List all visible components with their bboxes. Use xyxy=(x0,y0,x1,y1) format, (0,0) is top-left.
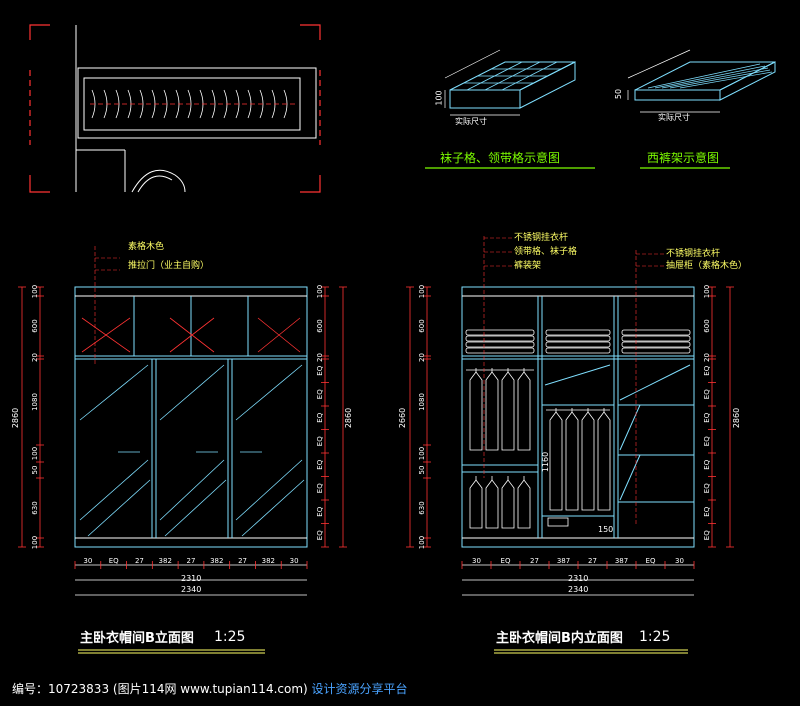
dim-label: 600 xyxy=(31,319,39,332)
detail-a-dim-label: 实际尺寸 xyxy=(455,117,487,126)
dim-label: 20 xyxy=(316,353,324,362)
dim-label: EQ xyxy=(316,412,324,422)
right-note-l2: 领带格、袜子格 xyxy=(514,247,578,257)
dim-label: 20 xyxy=(703,353,711,362)
right-elevation-frame xyxy=(461,286,695,548)
dim-label: 50 xyxy=(418,466,426,475)
dim-label: 30 xyxy=(472,557,481,565)
dim-label: EQ xyxy=(316,389,324,399)
detail-a-caption: 袜子格、领带格示意图 xyxy=(440,151,561,165)
dim-label: 1080 xyxy=(31,393,39,411)
detail-a-height: 100 xyxy=(434,90,444,106)
dim-label: EQ xyxy=(501,557,511,565)
dim-label: EQ xyxy=(316,365,324,375)
dim-label: 20 xyxy=(31,353,39,362)
dim-label: 27 xyxy=(135,557,144,565)
dim-label: 382 xyxy=(210,557,223,565)
dim-label: EQ xyxy=(316,483,324,493)
right-drawer-dim: 150 xyxy=(598,525,614,534)
dim-label: 100 xyxy=(418,447,426,460)
dim-label: 20 xyxy=(418,353,426,362)
dim-label: 30 xyxy=(675,557,684,565)
dim-label: EQ xyxy=(703,459,711,469)
left-width-overall: 2340 xyxy=(181,585,202,594)
footer-id: 编号：10723833 (图片114网 www.tupian114.com) xyxy=(12,682,308,696)
dim-label: 27 xyxy=(588,557,597,565)
dim-label: 100 xyxy=(316,285,324,298)
dim-label: 382 xyxy=(262,557,275,565)
right-width-inner: 2310 xyxy=(568,574,589,583)
right-elev-left-dims: 100 600 20 1080 100 50 630 100 xyxy=(418,285,431,549)
dim-label: 27 xyxy=(530,557,539,565)
right-mid-dim: 1160 xyxy=(541,451,551,473)
detail-b-caption: 西裤架示意图 xyxy=(647,151,720,165)
dim-label: EQ xyxy=(703,530,711,540)
right-note-l3: 裤装架 xyxy=(514,261,542,271)
plan-detail xyxy=(29,24,321,193)
left-height-right: 2860 xyxy=(344,407,354,429)
right-elevation-scale: 1:25 xyxy=(639,629,671,645)
right-note-l1: 不锈钢挂衣杆 xyxy=(514,233,569,243)
detail-b-dim-label: 实际尺寸 xyxy=(658,113,690,122)
dim-label: 100 xyxy=(703,285,711,298)
dim-label: EQ xyxy=(703,483,711,493)
right-elevation-title: 主卧衣帽间B内立面图 xyxy=(496,631,623,646)
dim-label: 30 xyxy=(290,557,299,565)
dim-label: EQ xyxy=(109,557,119,565)
left-elevation-title: 主卧衣帽间B立面图 xyxy=(80,631,194,646)
dim-label: EQ xyxy=(646,557,656,565)
left-height-left: 2860 xyxy=(11,407,21,429)
dim-label: 630 xyxy=(418,501,426,514)
detail-b-height: 50 xyxy=(614,88,624,100)
footer: 编号：10723833 (图片114网 www.tupian114.com) 设… xyxy=(12,680,408,697)
dim-label: 600 xyxy=(316,319,324,332)
dim-label: 50 xyxy=(31,466,39,475)
dim-label: EQ xyxy=(703,389,711,399)
dim-label: EQ xyxy=(703,365,711,375)
left-elevation-scale: 1:25 xyxy=(214,629,246,645)
dim-label: 27 xyxy=(238,557,247,565)
right-width-overall: 2340 xyxy=(568,585,589,594)
dim-label: 100 xyxy=(31,285,39,298)
dim-label: EQ xyxy=(316,530,324,540)
dim-label: 100 xyxy=(31,447,39,460)
detail-a xyxy=(449,61,576,109)
right-note-r2: 抽屉柜（素格木色） xyxy=(666,261,748,271)
left-elevation-frame xyxy=(74,286,308,548)
dim-label: EQ xyxy=(703,412,711,422)
dim-label: 100 xyxy=(31,536,39,549)
dim-label: 600 xyxy=(703,319,711,332)
left-elev-left-dims: 100 600 20 1080 100 50 630 100 xyxy=(31,285,44,549)
dim-label: 1080 xyxy=(418,393,426,411)
dim-label: EQ xyxy=(316,459,324,469)
left-note-2: 推拉门（业主自购） xyxy=(128,261,210,271)
dim-label: EQ xyxy=(316,436,324,446)
dim-label: 630 xyxy=(31,501,39,514)
right-height-left: 2660 xyxy=(398,407,408,429)
dim-label: 382 xyxy=(159,557,172,565)
left-elev-bottom-dims: 30 EQ 27 382 27 382 27 382 30 xyxy=(74,557,308,596)
left-width-inner: 2310 xyxy=(181,574,202,583)
dim-label: 27 xyxy=(187,557,196,565)
right-note-r1: 不锈钢挂衣杆 xyxy=(666,249,721,259)
detail-b xyxy=(634,61,776,101)
right-height-right: 2860 xyxy=(732,407,742,429)
dim-label: 100 xyxy=(418,536,426,549)
dim-label: 30 xyxy=(83,557,92,565)
left-note-1: 素格木色 xyxy=(128,242,165,252)
dim-label: EQ xyxy=(316,506,324,516)
dim-label: 387 xyxy=(615,557,628,565)
dim-label: 600 xyxy=(418,319,426,332)
dim-label: EQ xyxy=(703,436,711,446)
dim-label: EQ xyxy=(703,506,711,516)
footer-site-link[interactable]: 设计资源分享平台 xyxy=(311,682,408,696)
right-elev-bottom-dims: 30 EQ 27 387 27 387 EQ 30 xyxy=(461,557,695,596)
dim-label: 100 xyxy=(418,285,426,298)
dim-label: 387 xyxy=(557,557,570,565)
